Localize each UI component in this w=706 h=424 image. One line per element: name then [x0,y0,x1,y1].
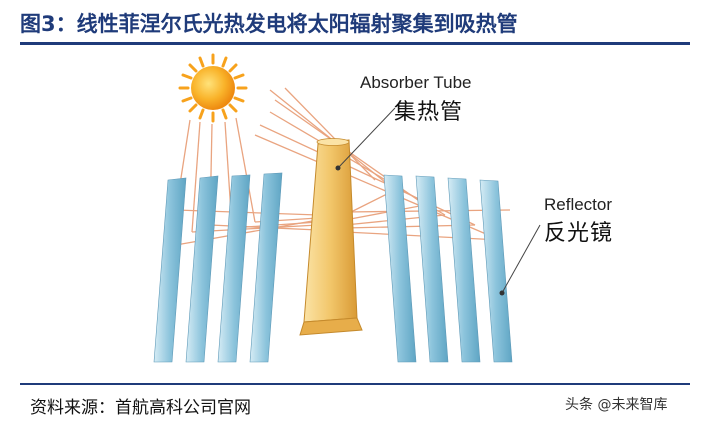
reflector-mirror [447,177,481,363]
reflector-mirror [217,174,251,363]
reflector-leader [501,224,541,294]
source-divider [20,383,690,385]
reflector-label-en: Reflector [544,195,613,214]
reflector-mirror [479,179,513,363]
reflector-label-cn: 反光镜 [544,221,614,246]
title-divider [20,42,690,45]
figure-title: 图3：线性菲涅尔氏光热发电将太阳辐射聚集到吸热管 [20,12,518,36]
reflector-mirror [249,172,283,363]
absorber-tube [299,138,363,336]
source-note: 资料来源：首航高科公司官网 [30,398,251,418]
reflector-mirror [153,177,187,363]
watermark: 头条 @未来智库 [565,397,668,413]
left-reflectors [153,172,283,363]
reflector-mirror [415,175,449,363]
absorber-leader [337,107,396,169]
solar-rays [175,87,511,246]
reflector-mirror [185,175,219,363]
absorber-label-en: Absorber Tube [360,73,472,92]
reflector-mirror [383,174,417,363]
sun-icon [178,53,248,123]
absorber-label-cn: 集热管 [394,100,464,125]
right-reflectors [383,174,513,363]
